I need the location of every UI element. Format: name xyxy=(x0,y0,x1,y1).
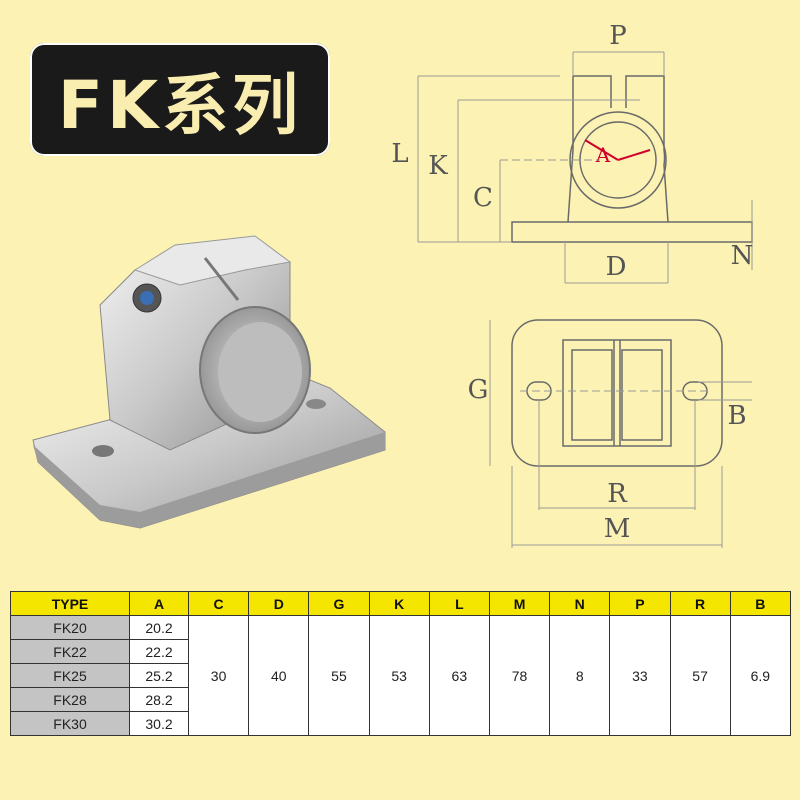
cell-p: 33 xyxy=(609,615,671,736)
top-base xyxy=(511,319,723,467)
header-g: G xyxy=(308,591,370,616)
header-m: M xyxy=(488,591,551,616)
cell-a: 28.2 xyxy=(129,687,189,712)
series-title: FK系列 xyxy=(57,66,303,144)
side-base xyxy=(511,221,753,243)
dim-label-B: B xyxy=(727,401,746,431)
cell-c: 30 xyxy=(187,615,250,736)
cell-l: 63 xyxy=(428,615,490,736)
dim-label-C: C xyxy=(473,183,493,213)
cell-type: FK28 xyxy=(10,687,130,712)
side-body xyxy=(567,75,669,223)
header-b: B xyxy=(729,591,792,616)
dim-label-M: M xyxy=(604,514,631,544)
cell-m: 78 xyxy=(488,615,551,736)
top-block xyxy=(562,339,672,447)
series-title-badge: FK系列 xyxy=(30,43,330,156)
table-row: FK22 22.2 xyxy=(10,639,791,664)
header-c: C xyxy=(187,591,250,616)
dim-label-G: G xyxy=(468,375,489,405)
dim-label-K: K xyxy=(428,151,448,181)
cell-type: FK22 xyxy=(10,639,130,664)
header-d: D xyxy=(248,591,310,616)
dim-label-N: N xyxy=(731,241,754,271)
cell-type: FK20 xyxy=(10,615,130,640)
cell-a: 20.2 xyxy=(129,615,189,640)
spec-table: TYPE A C D G K L M N P R B FK20 20.2 30 … xyxy=(10,591,792,736)
cell-a: 22.2 xyxy=(129,639,189,664)
dim-label-A: A xyxy=(595,143,611,167)
cell-d: 40 xyxy=(248,615,310,736)
header-r: R xyxy=(669,591,731,616)
header-k: K xyxy=(368,591,430,616)
cell-type: FK25 xyxy=(10,663,130,688)
table-row: FK30 30.2 xyxy=(10,711,791,736)
cell-type: FK30 xyxy=(10,711,130,736)
header-p: P xyxy=(609,591,671,616)
cell-a: 30.2 xyxy=(129,711,189,736)
cell-b: 6.9 xyxy=(729,615,792,736)
dim-label-D: D xyxy=(606,252,627,282)
header-a: A xyxy=(129,591,189,616)
mount-hole-right xyxy=(306,399,326,409)
table-row: FK20 20.2 30 40 55 53 63 78 8 33 57 6.9 xyxy=(10,615,792,736)
dim-label-R: R xyxy=(607,479,628,509)
dim-label-L: L xyxy=(391,139,408,169)
cell-g: 55 xyxy=(308,615,370,736)
mount-hole-left xyxy=(92,445,114,457)
cell-n: 8 xyxy=(549,615,611,736)
spec-table-header: TYPE A C D G K L M N P R B xyxy=(10,591,792,616)
header-type: TYPE xyxy=(10,591,130,616)
cell-k: 53 xyxy=(368,615,430,736)
table-row: FK28 28.2 xyxy=(10,687,791,712)
header-n: N xyxy=(549,591,611,616)
cell-a: 25.2 xyxy=(129,663,189,688)
cell-r: 57 xyxy=(669,615,731,736)
dim-label-P: P xyxy=(609,21,627,51)
header-l: L xyxy=(428,591,490,616)
